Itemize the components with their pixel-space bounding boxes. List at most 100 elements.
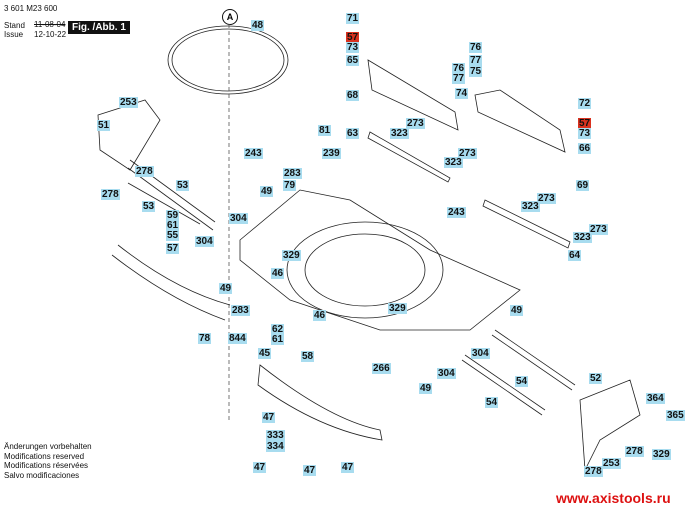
part-label[interactable]: 76 [469, 42, 483, 53]
part-label[interactable]: 278 [584, 466, 603, 477]
watermark-link[interactable]: www.axistools.ru [556, 490, 671, 506]
figure-label: Fig. /Abb. 1 [68, 21, 130, 34]
part-label[interactable]: 278 [135, 166, 154, 177]
part-label[interactable]: 53 [176, 180, 190, 191]
part-label[interactable]: 304 [471, 348, 490, 359]
part-label[interactable]: 239 [322, 148, 341, 159]
part-label[interactable]: 49 [260, 186, 274, 197]
part-label[interactable]: 61 [166, 220, 180, 231]
part-label[interactable]: 49 [510, 305, 524, 316]
part-label[interactable]: 46 [313, 310, 327, 321]
kerf-plate-left [111, 254, 226, 321]
part-label[interactable]: 79 [283, 180, 297, 191]
modification-notes: Änderungen vorbehalten Modifications res… [4, 442, 92, 480]
part-label[interactable]: 304 [195, 236, 214, 247]
part-label[interactable]: 69 [576, 180, 590, 191]
part-label[interactable]: 72 [578, 98, 592, 109]
part-label[interactable]: 329 [388, 303, 407, 314]
part-label[interactable]: 278 [625, 446, 644, 457]
part-label[interactable]: 46 [271, 268, 285, 279]
issue-label: Issue [4, 30, 24, 39]
turntable [286, 221, 444, 319]
part-label[interactable]: 49 [419, 383, 433, 394]
part-label[interactable]: 65 [346, 55, 360, 66]
part-label[interactable]: 76 [452, 63, 466, 74]
part-label[interactable]: 57 [166, 243, 180, 254]
part-label[interactable]: 47 [341, 462, 355, 473]
part-label[interactable]: 334 [266, 441, 285, 452]
part-label[interactable]: 53 [142, 201, 156, 212]
part-label[interactable]: 323 [390, 128, 409, 139]
part-label[interactable]: 61 [271, 334, 285, 345]
callout-a: A [222, 9, 238, 25]
part-label[interactable]: 64 [568, 250, 582, 261]
part-label[interactable]: 283 [283, 168, 302, 179]
part-label[interactable]: 333 [266, 430, 285, 441]
part-label[interactable]: 243 [447, 207, 466, 218]
part-label[interactable]: 273 [458, 148, 477, 159]
part-label[interactable]: 323 [521, 201, 540, 212]
part-label[interactable]: 253 [119, 97, 138, 108]
note-fr: Modifications réservées [4, 461, 89, 470]
part-label[interactable]: 283 [231, 305, 250, 316]
ring-part [167, 25, 289, 95]
part-label[interactable]: 77 [452, 73, 466, 84]
stand-label: Stand [4, 21, 25, 30]
part-label[interactable]: 66 [578, 143, 592, 154]
part-label[interactable]: 844 [228, 333, 247, 344]
part-label[interactable]: 78 [198, 333, 212, 344]
part-label[interactable]: 73 [346, 42, 360, 53]
note-es: Salvo modificaciones [4, 470, 80, 480]
part-label[interactable]: 304 [229, 213, 248, 224]
part-label[interactable]: 77 [469, 55, 483, 66]
fence-left [367, 59, 459, 131]
part-label[interactable]: 74 [455, 88, 469, 99]
part-label[interactable]: 47 [262, 412, 276, 423]
part-label[interactable]: 329 [652, 449, 671, 460]
part-label[interactable]: 81 [318, 125, 332, 136]
part-label[interactable]: 47 [253, 462, 267, 473]
part-label[interactable]: 273 [589, 224, 608, 235]
part-label[interactable]: 54 [485, 397, 499, 408]
part-label[interactable]: 323 [573, 232, 592, 243]
part-label[interactable]: 278 [101, 189, 120, 200]
part-label[interactable]: 71 [346, 13, 360, 24]
part-label[interactable]: 59 [166, 210, 180, 221]
part-label[interactable]: 68 [346, 90, 360, 101]
fence-insert-right [482, 199, 571, 249]
part-label[interactable]: 52 [589, 373, 603, 384]
part-label[interactable]: 73 [578, 128, 592, 139]
part-label[interactable]: 57 [346, 32, 360, 43]
part-label[interactable]: 62 [271, 324, 285, 335]
side-cover [97, 99, 161, 171]
part-label[interactable]: 57 [578, 118, 592, 129]
part-label[interactable]: 304 [437, 368, 456, 379]
part-label[interactable]: 47 [303, 465, 317, 476]
part-label[interactable]: 253 [602, 458, 621, 469]
part-label[interactable]: 273 [406, 118, 425, 129]
fence-insert-left [367, 131, 451, 183]
part-label[interactable]: 329 [282, 250, 301, 261]
part-label[interactable]: 63 [346, 128, 360, 139]
base [239, 189, 521, 331]
stand-date: 11-08-04 [34, 20, 66, 29]
part-label[interactable]: 243 [244, 148, 263, 159]
part-label[interactable]: 273 [537, 193, 556, 204]
part-label[interactable]: 49 [219, 283, 233, 294]
part-number: 3 601 M23 600 [4, 4, 58, 13]
part-label[interactable]: 51 [97, 120, 111, 131]
part-label[interactable]: 48 [251, 20, 265, 31]
part-label[interactable]: 323 [444, 157, 463, 168]
part-label[interactable]: 364 [646, 393, 665, 404]
issue-date: 12-10-22 [34, 30, 67, 39]
kerf-plate-bottom [257, 364, 383, 441]
part-label[interactable]: 365 [666, 410, 685, 421]
part-label[interactable]: 75 [469, 66, 483, 77]
part-label[interactable]: 266 [372, 363, 391, 374]
part-label[interactable]: 45 [258, 348, 272, 359]
part-label[interactable]: 58 [301, 351, 315, 362]
part-label[interactable]: 54 [515, 376, 529, 387]
part-label[interactable]: 55 [166, 230, 180, 241]
